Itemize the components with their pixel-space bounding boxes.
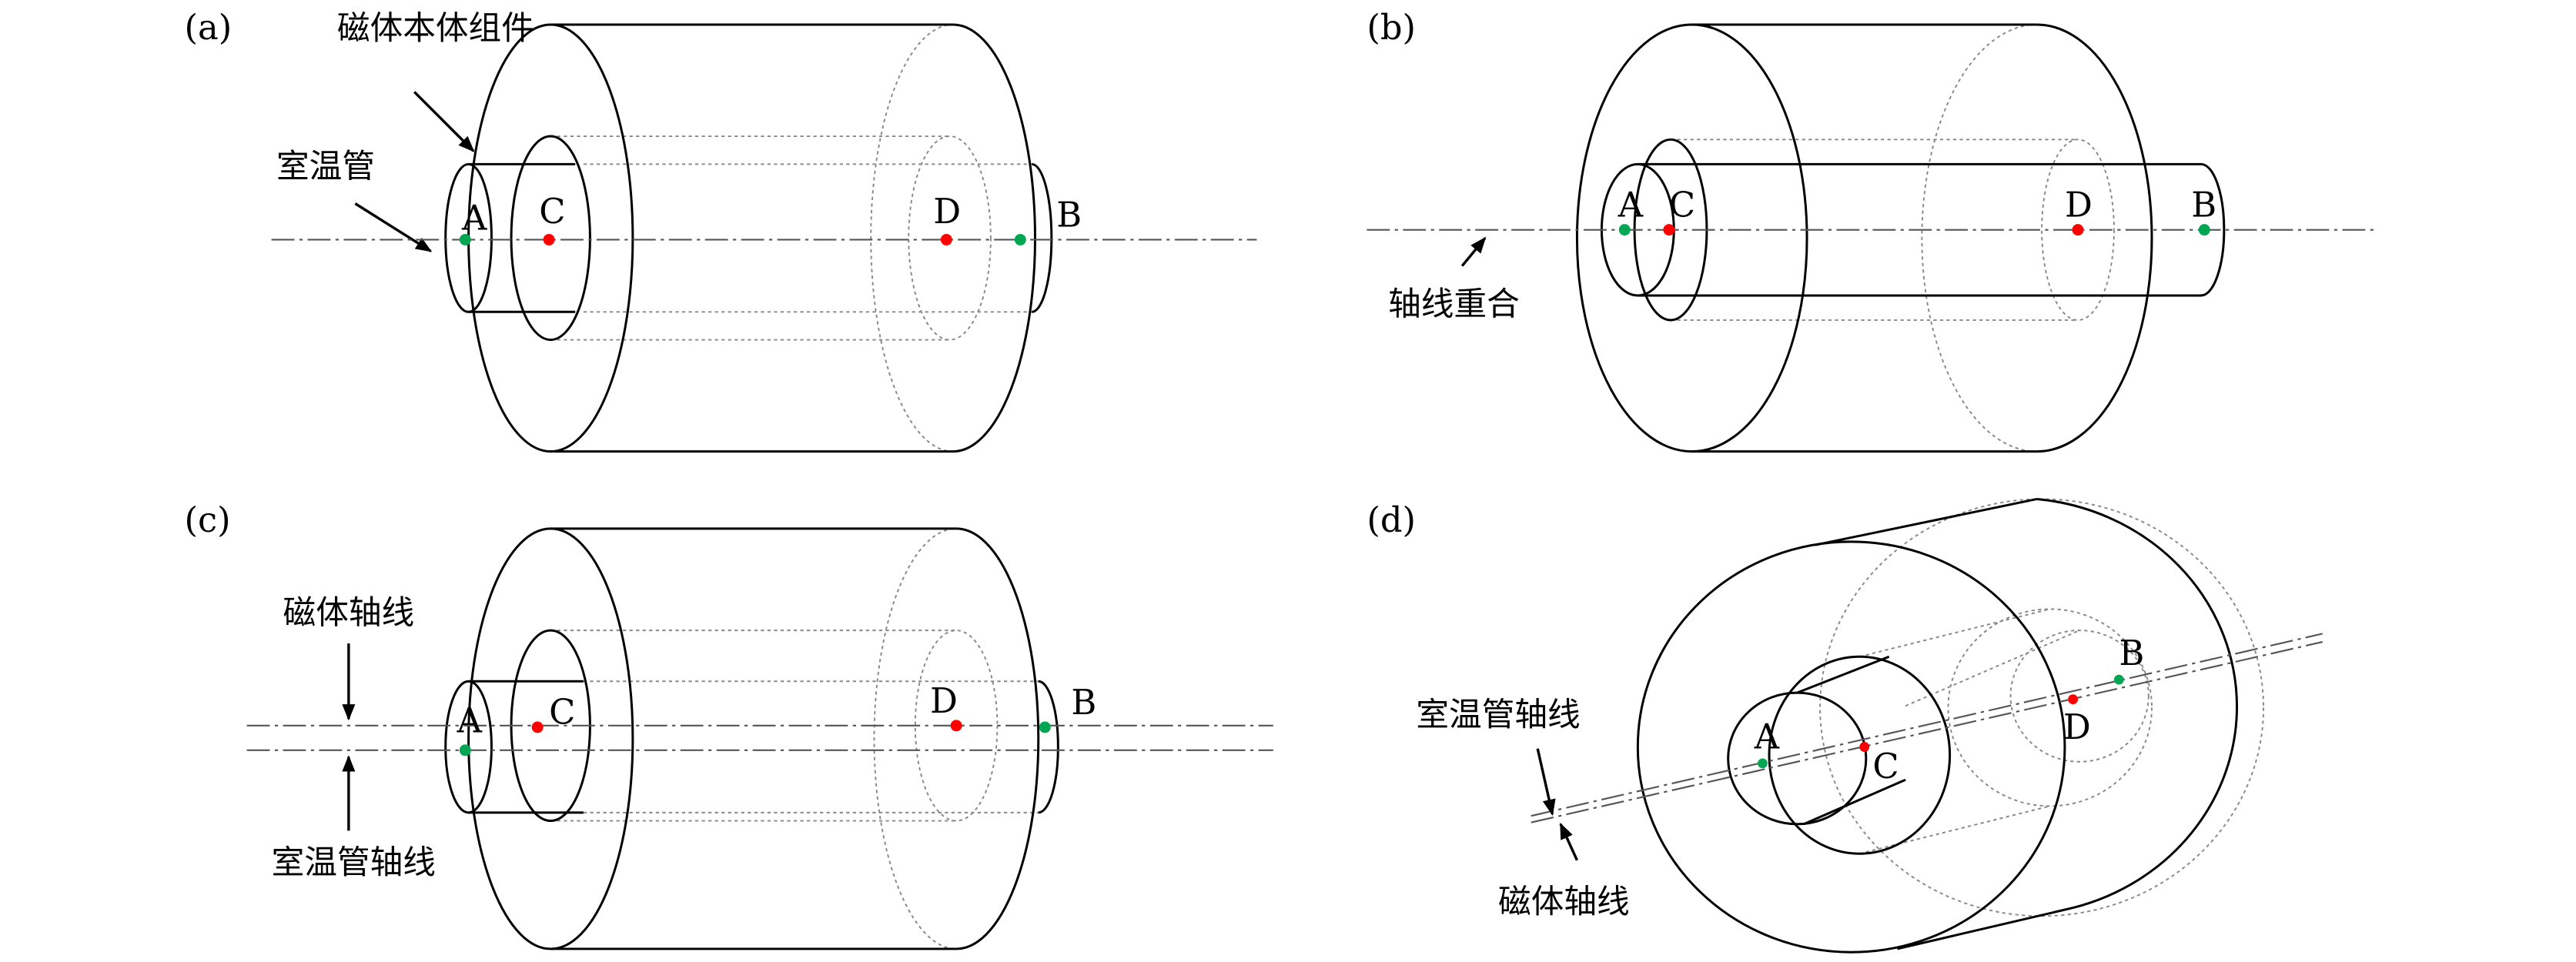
point-b bbox=[1039, 721, 1051, 733]
point-d bbox=[2068, 694, 2079, 705]
point-c bbox=[531, 721, 544, 733]
bore-front-face bbox=[1768, 655, 1952, 855]
magnet-axis-label: 磁体轴线 bbox=[1498, 883, 1630, 921]
panel-label: (a) bbox=[185, 7, 233, 48]
panel-label: (b) bbox=[1367, 7, 1416, 48]
point-d bbox=[940, 233, 952, 246]
panel-b: (b) A C D B 轴线重合 bbox=[1367, 7, 2374, 453]
point-c bbox=[1663, 224, 1675, 236]
panel-d: (d) A C D B 室温管轴线 磁体轴线 bbox=[1367, 497, 2323, 954]
point-a bbox=[1758, 758, 1768, 769]
point-d bbox=[2072, 224, 2084, 236]
magnet-front-face bbox=[1575, 23, 1808, 453]
tube-axis-label: 室温管轴线 bbox=[1416, 696, 1580, 734]
point-label: B bbox=[2119, 633, 2144, 673]
point-b bbox=[2198, 224, 2210, 236]
point-b bbox=[2113, 674, 2124, 685]
point-label: A bbox=[461, 198, 487, 239]
point-label: D bbox=[930, 680, 958, 721]
point-a bbox=[1618, 224, 1631, 236]
point-label: C bbox=[1872, 746, 1899, 787]
arrow-icon bbox=[354, 202, 433, 252]
tube-label: 室温管 bbox=[276, 147, 375, 185]
axis-note: 轴线重合 bbox=[1388, 286, 1520, 324]
panel-label: (c) bbox=[185, 499, 231, 540]
bore-front-face bbox=[510, 135, 591, 342]
arrow-icon bbox=[1536, 748, 1556, 817]
magnet-axis-label: 磁体轴线 bbox=[283, 594, 415, 633]
point-label: D bbox=[933, 191, 961, 232]
point-b bbox=[1014, 233, 1026, 246]
panel-a: (a) 磁体本体组件 室温管 A C D B bbox=[185, 7, 1257, 453]
point-label: C bbox=[1669, 185, 1695, 225]
panel-label: (d) bbox=[1367, 499, 1416, 540]
tube-back-end bbox=[1032, 162, 1053, 313]
point-label: A bbox=[1618, 185, 1644, 225]
panel-c: (c) A C D B 磁体轴线 室温管轴线 bbox=[185, 499, 1273, 950]
point-d bbox=[950, 720, 962, 732]
point-c bbox=[1859, 742, 1870, 752]
magnet-back-face bbox=[1819, 498, 2265, 917]
arrow-icon bbox=[1559, 822, 1578, 861]
point-label: B bbox=[1071, 682, 1096, 723]
point-a bbox=[459, 233, 471, 246]
magnet-front-face bbox=[467, 527, 634, 950]
arrow-icon bbox=[413, 91, 475, 152]
point-c bbox=[543, 233, 555, 246]
tube-front-face bbox=[1727, 691, 1868, 826]
point-a bbox=[459, 744, 471, 757]
tube-axis bbox=[1531, 641, 2323, 823]
point-label: D bbox=[2065, 185, 2093, 225]
point-label: B bbox=[2191, 185, 2216, 225]
tube-axis-label: 室温管轴线 bbox=[272, 843, 436, 882]
point-label: C bbox=[549, 692, 575, 733]
point-label: D bbox=[2063, 706, 2091, 747]
magnet-axis bbox=[1531, 633, 2323, 817]
point-label: A bbox=[1754, 716, 1780, 757]
point-label: C bbox=[539, 191, 565, 232]
arrow-icon bbox=[1460, 236, 1487, 267]
point-label: B bbox=[1056, 194, 1082, 235]
bore-back-face bbox=[908, 135, 992, 341]
magnet-front-face bbox=[1636, 540, 2066, 954]
magnet-assembly-label: 磁体本体组件 bbox=[337, 9, 534, 48]
point-label: A bbox=[457, 700, 483, 740]
